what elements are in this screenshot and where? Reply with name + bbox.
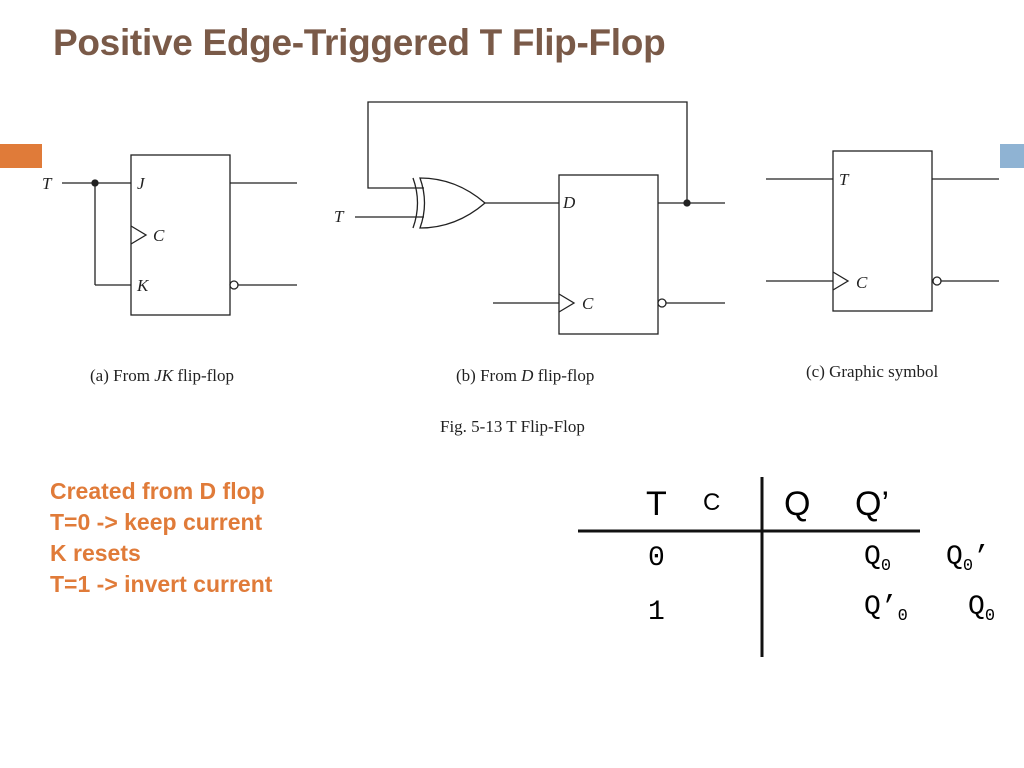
panel-c-graphic-symbol: T C (c) Graphic symbol [766,150,999,381]
accent-bar-left [0,144,42,168]
panel-b-caption: (b) From D flip-flop [456,366,594,385]
row1-t: 1 [648,597,665,628]
row0-q: Q0 [864,542,892,576]
d-flip-flop-box [558,174,659,335]
clock-triangle-icon [558,293,576,313]
pin-c-label: C [582,294,594,313]
pin-c-label: C [856,273,868,292]
pin-k-label: K [136,276,150,295]
header-q: Q [784,485,811,523]
panel-a-input-t: T [42,174,53,193]
xor-gate-input-arc [412,177,419,229]
pin-t-label: T [839,170,850,189]
xor-gate-icon [419,177,486,229]
feedback-junction-dot [683,199,691,207]
accent-bar-right [1000,144,1024,168]
bullet-item: K resets [50,540,141,566]
panel-a-jk-flip-flop: T J C K (a) From JK flip-flop [42,154,297,385]
pin-j-label: J [137,174,146,193]
header-c: C [703,489,721,516]
bullet-list: Created from D flop T=0 -> keep current … [50,476,272,600]
panel-c-caption: (c) Graphic symbol [806,362,938,381]
clock-triangle-icon [832,271,850,291]
truth-table-grid [578,477,920,657]
row0-t: 0 [648,543,665,574]
header-q-prime: Q’ [855,485,889,523]
pin-c-label: C [153,226,165,245]
inverted-output-bubble [229,280,239,290]
row0-q-prime: Q0’ [946,542,990,576]
t-flip-flop-symbol-box [832,150,933,312]
row1-q-prime: Q0 [968,592,996,626]
row1-q: Q’0 [864,592,908,626]
header-t: T [646,485,667,523]
jk-flip-flop-box [130,154,231,316]
slide-title: Positive Edge-Triggered T Flip-Flop [53,22,666,63]
panel-a-caption: (a) From JK flip-flop [90,366,234,385]
panel-b-d-flip-flop: T D C (b) From D flip-flop [334,101,725,385]
pin-d-label: D [562,193,576,212]
panel-b-input-t: T [334,207,345,226]
inverted-output-bubble [657,298,667,308]
figure-caption: Fig. 5-13 T Flip-Flop [440,417,585,436]
bullet-item: T=0 -> keep current [50,509,263,535]
clock-triangle-icon [130,225,148,245]
inverted-output-bubble [932,276,942,286]
bullet-item: T=1 -> invert current [50,571,273,597]
bullet-item: Created from D flop [50,478,265,504]
